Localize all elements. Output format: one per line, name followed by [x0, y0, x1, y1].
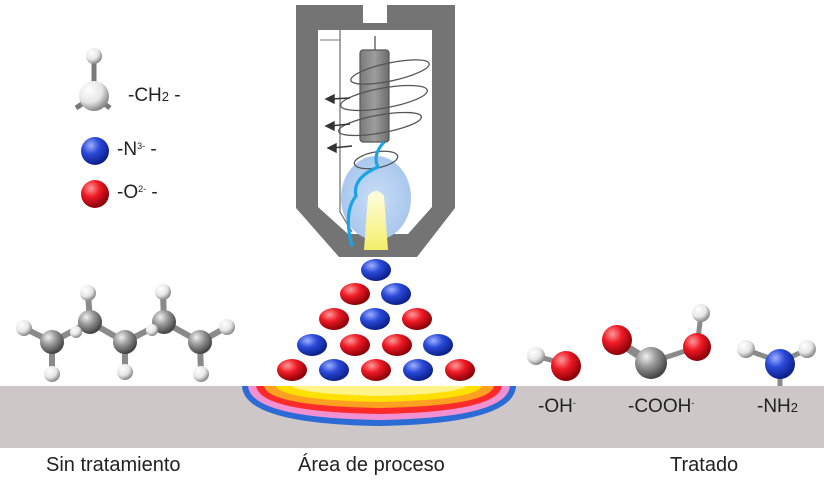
- ion-n: [423, 334, 453, 356]
- nh2-label: -NH2: [757, 396, 799, 417]
- ion-o: [277, 359, 307, 381]
- legend-n-label: -N3- -: [117, 139, 157, 160]
- caption-process-area: Área de proceso: [298, 454, 445, 476]
- legend-oxygen-icon: [81, 180, 109, 208]
- carboxyl-group: [602, 304, 711, 379]
- hydroxyl-group: [527, 347, 581, 381]
- legend-ch2-label: -CH2 -: [128, 85, 181, 106]
- ion-n: [319, 359, 349, 381]
- arc-discharge: [346, 140, 386, 247]
- legend-ch2-icon: [74, 48, 112, 111]
- ion-o: [445, 359, 475, 381]
- ion-o: [340, 334, 370, 356]
- plasma-flame: [364, 191, 388, 250]
- treatment-zone: [242, 386, 516, 426]
- ion-n: [360, 308, 390, 330]
- ion-n: [403, 359, 433, 381]
- ion-o: [340, 283, 370, 305]
- ion-o: [402, 308, 432, 330]
- ion-n: [381, 283, 411, 305]
- polymer-chain: [16, 284, 235, 382]
- amine-group: [737, 340, 816, 386]
- ion-n: [361, 259, 391, 281]
- caption-treated: Tratado: [670, 454, 739, 476]
- cooh-label: -COOH-: [628, 396, 695, 417]
- ion-o: [297, 334, 327, 356]
- legend-nitrogen-icon: [81, 137, 109, 165]
- ion-stack: [277, 259, 475, 381]
- gas-flow-arrows: [324, 93, 353, 154]
- ion-o: [319, 308, 349, 330]
- ion-o: [361, 359, 391, 381]
- ion-o: [382, 334, 412, 356]
- oh-label: -OH-: [538, 396, 576, 417]
- caption-untreated: Sin tratamiento: [46, 454, 181, 476]
- legend-o-label: -O2- -: [117, 182, 158, 203]
- plasma-nozzle: [296, 5, 455, 257]
